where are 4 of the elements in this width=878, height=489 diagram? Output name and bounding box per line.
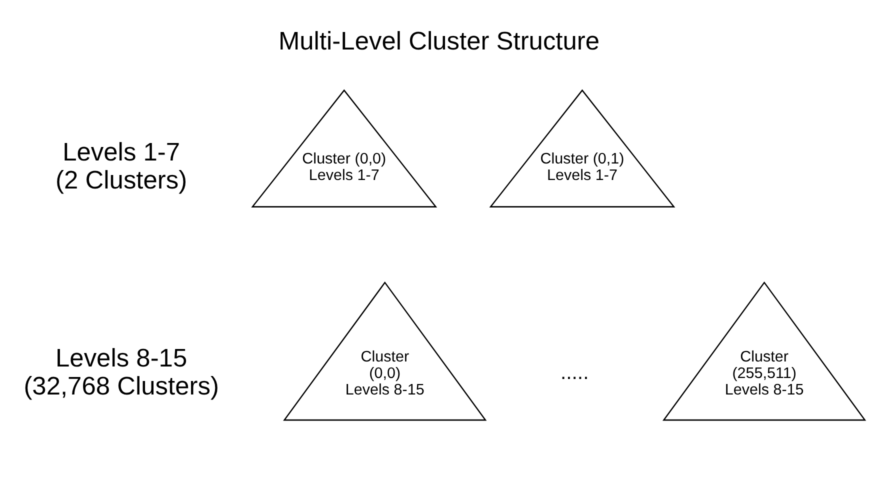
diagram-title: Multi-Level Cluster Structure [278,27,600,56]
label: Levels 8-15 (32,768 Clusters) [24,344,219,400]
label: Levels 1-7 (2 Clusters) [56,138,188,194]
label: ..... [560,362,589,384]
